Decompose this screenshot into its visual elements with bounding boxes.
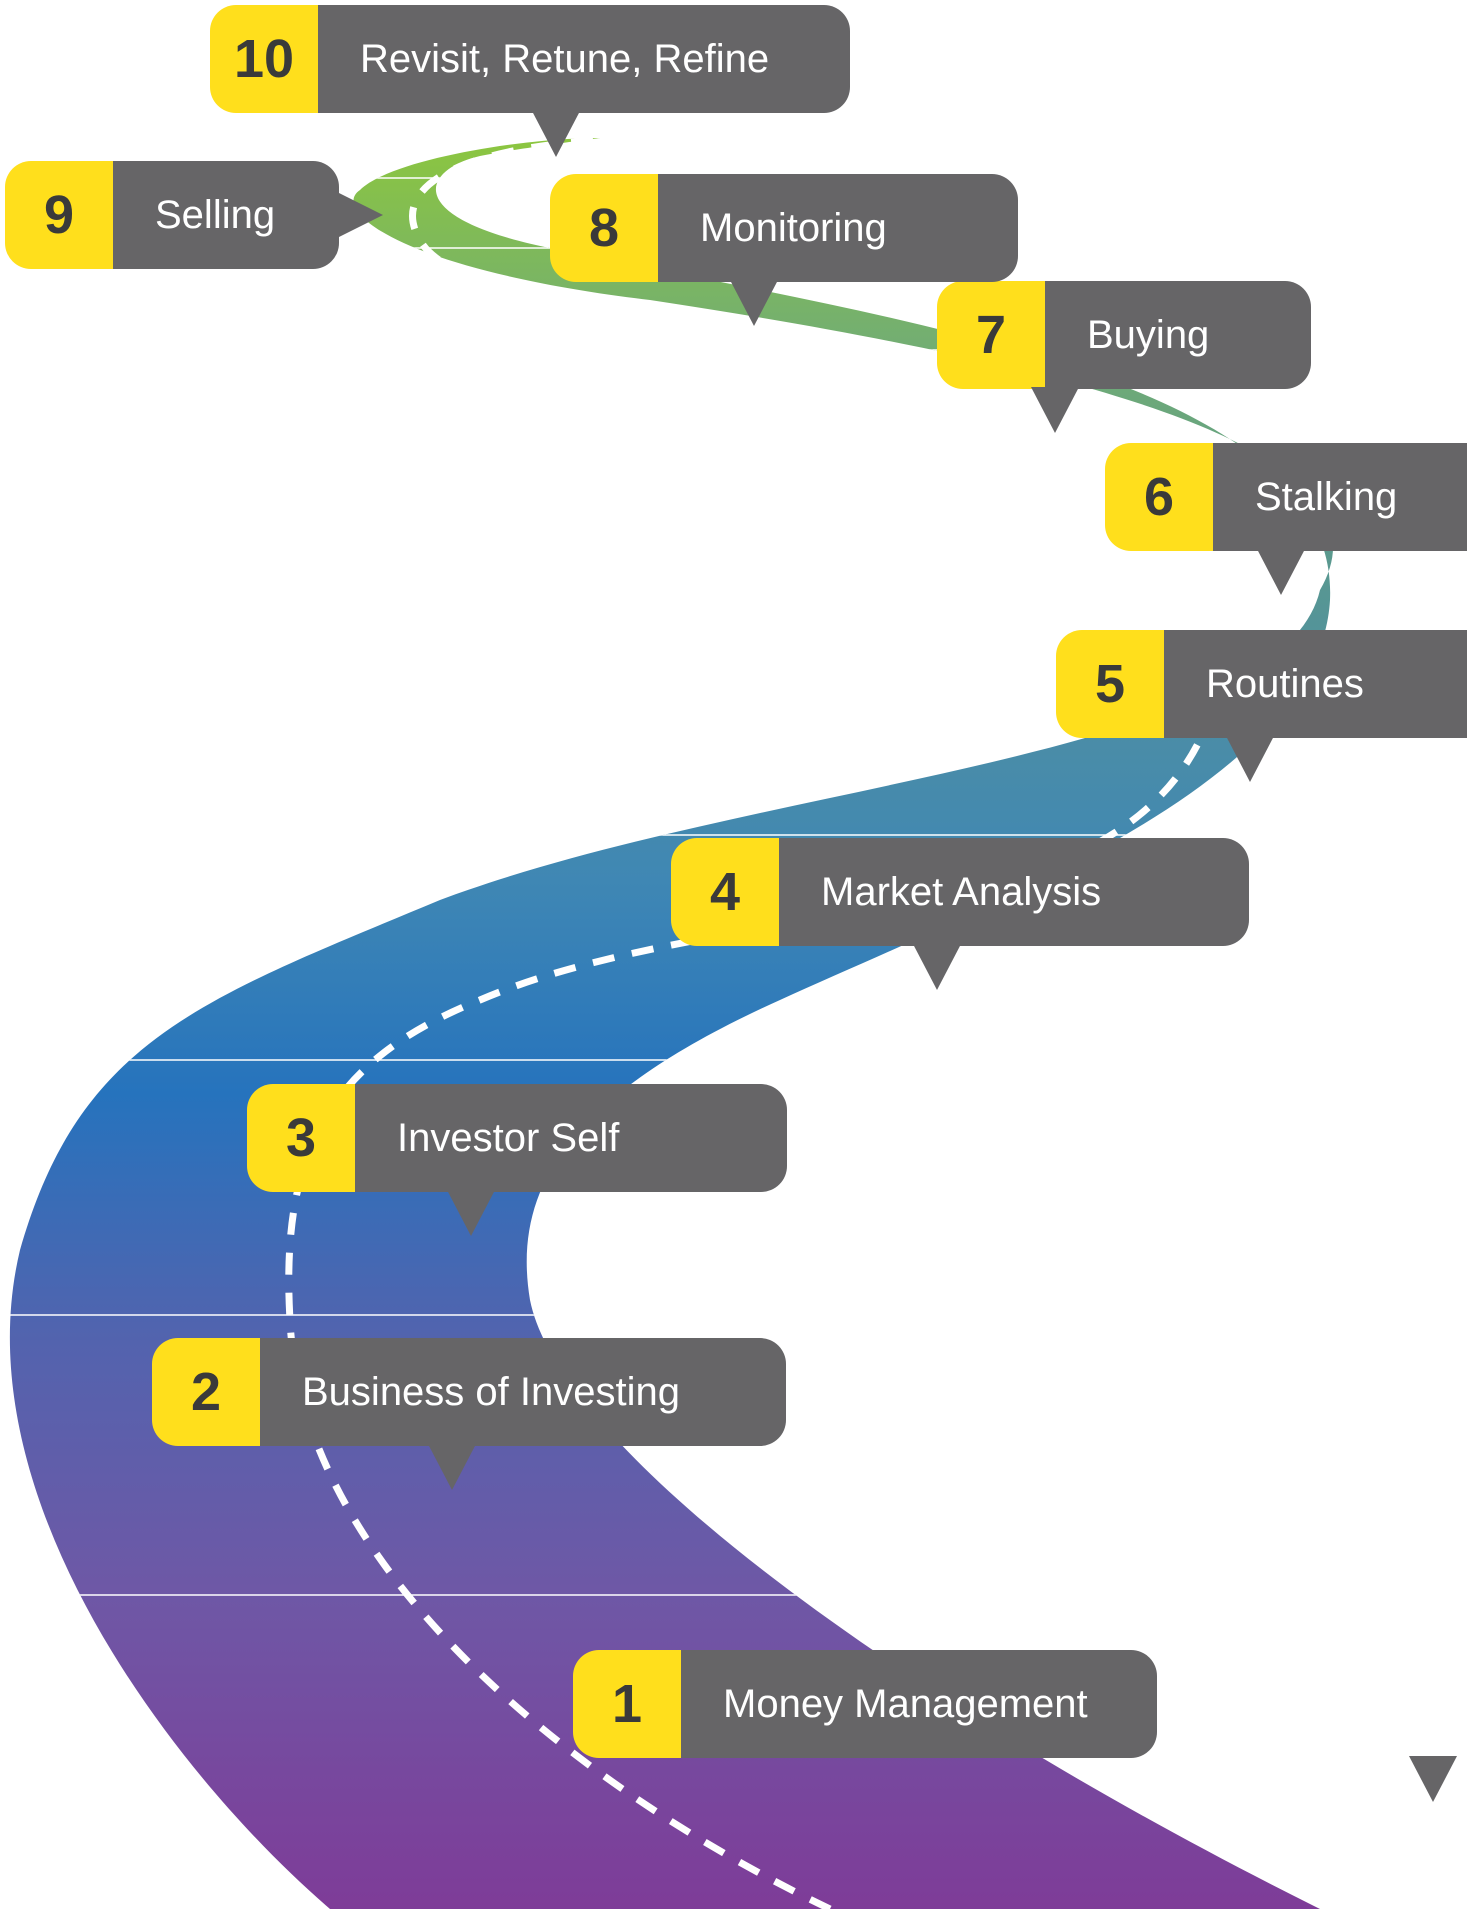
step-1-pointer [1409, 1756, 1457, 1802]
step-6-label: Stalking [1213, 443, 1467, 551]
step-7-pointer [1031, 387, 1079, 433]
step-8-number: 8 [550, 174, 658, 282]
step-3-number: 3 [247, 1084, 355, 1192]
step-6-pointer [1257, 549, 1305, 595]
step-1: 1 Money Management [573, 1650, 1457, 1802]
step-3-label: Investor Self [355, 1084, 787, 1192]
step-5: 5 Routines [1056, 630, 1467, 782]
step-3-pointer [447, 1190, 495, 1236]
step-9-pointer [335, 191, 383, 239]
step-2-pointer [428, 1444, 476, 1490]
step-2: 2 Business of Investing [152, 1338, 786, 1490]
step-8: 8 Monitoring [550, 174, 1018, 326]
step-4-number: 4 [671, 838, 779, 946]
step-9-number: 9 [5, 161, 113, 269]
step-10-number: 10 [210, 5, 318, 113]
step-1-number: 1 [573, 1650, 681, 1758]
step-7-number: 7 [937, 281, 1045, 389]
step-5-label: Routines [1164, 630, 1467, 738]
step-3: 3 Investor Self [247, 1084, 787, 1236]
step-8-label: Monitoring [658, 174, 1018, 282]
step-2-number: 2 [152, 1338, 260, 1446]
step-10: 10 Revisit, Retune, Refine [210, 5, 850, 157]
step-8-pointer [730, 280, 778, 326]
step-4-pointer [913, 944, 961, 990]
step-5-number: 5 [1056, 630, 1164, 738]
step-9-label: Selling [113, 161, 339, 269]
step-9: 9 Selling [5, 161, 383, 269]
step-6: 6 Stalking [1105, 443, 1467, 595]
step-1-label: Money Management [681, 1650, 1157, 1758]
step-10-label: Revisit, Retune, Refine [318, 5, 850, 113]
step-6-number: 6 [1105, 443, 1213, 551]
road-body [9, 138, 1334, 1909]
step-2-label: Business of Investing [260, 1338, 786, 1446]
step-4: 4 Market Analysis [671, 838, 1249, 990]
step-4-label: Market Analysis [779, 838, 1249, 946]
step-10-pointer [532, 111, 580, 157]
step-7-label: Buying [1045, 281, 1311, 389]
step-5-pointer [1226, 736, 1274, 782]
step-7: 7 Buying [937, 281, 1311, 433]
